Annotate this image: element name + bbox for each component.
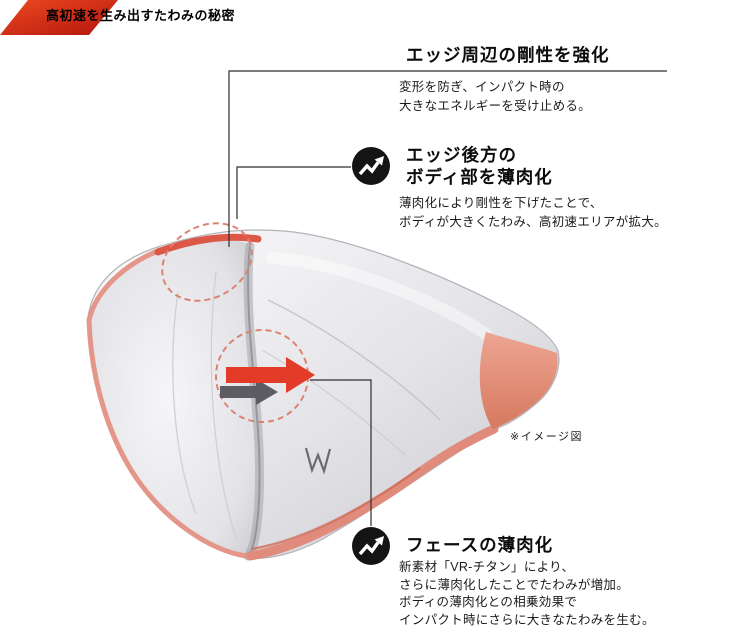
flex-direction-arrow-gray [220,379,278,405]
description-line: 新素材「VR-チタン」により、 [399,560,575,574]
annotation-body-thinning-description: 薄肉化により剛性を下げたことで、 ボディが大きくたわみ、高初速エリアが拡大。 [399,194,667,231]
description-line: ボディの薄肉化との相乗効果で [399,595,578,609]
sole-skirt-red-line [251,466,421,551]
description-line: さらに薄肉化したことでたわみが増加。 [399,577,630,592]
sole-skirt-red-band [245,424,499,561]
face-crown-junction-line [247,245,261,557]
flex-area-marker-edge [161,222,253,302]
annotation-edge-rigidity-title: エッジ周辺の剛性を強化 [406,45,610,65]
face-contour-line-1 [172,291,197,515]
annotation-edge-rigidity-description: 変形を防ぎ、インパクト時の 大きなエネルギーを受け止める。 [399,78,610,115]
annotation-body-thinning-title: エッジ後方の ボディ部を薄肉化 [406,144,667,188]
face-contour-line-2 [210,271,237,539]
description-line: ボディが大きくたわみ、高初速エリアが拡大。 [399,214,667,229]
description-line: 大きなエネルギーを受け止める。 [399,98,592,113]
annotation-body-thinning: エッジ後方の ボディ部を薄肉化 薄肉化により剛性を下げたことで、 ボディが大きく… [399,144,667,231]
description-line: インパクト時にさらに大きなたわみを生む。 [399,612,655,627]
face-perimeter-red-edge [86,247,249,559]
crown-reflection-line-2 [261,349,406,456]
rear-salmon-section [479,332,558,429]
sole-w-mark [304,447,332,475]
description-line: 薄肉化により剛性を下げたことで、 [399,196,603,210]
leader-line-body-thinning [236,166,351,219]
leader-line-edge-rigidity [228,70,667,247]
image-note: ※イメージ図 [510,431,583,443]
title-line: エッジ後方の [406,145,517,165]
annotation-face-thinning: フェースの薄肉化 新素材「VR-チタン」により、 さらに薄肉化したことでたわみが… [399,535,655,629]
flex-increase-icon [352,527,390,565]
leader-line-face-thinning [310,379,372,526]
title-line: ボディ部を薄肉化 [406,167,553,187]
top-edge-red-band [154,233,262,256]
crown-reflection-line-1 [267,299,441,421]
page-title: 高初速を生み出すたわみの秘密 [46,8,236,23]
description-line: 変形を防ぎ、インパクト時の [399,80,565,94]
annotation-face-thinning-title: フェースの薄肉化 [406,535,554,555]
header-banner-shape [0,0,118,35]
club-head [86,229,560,561]
flex-increase-icon [352,147,390,185]
crown-highlight [266,252,492,340]
annotation-face-thinning-description: 新素材「VR-チタン」により、 さらに薄肉化したことでたわみが増加。 ボディの薄… [399,559,655,629]
flex-direction-arrow-red [226,357,315,393]
annotation-edge-rigidity: エッジ周辺の剛性を強化 変形を防ぎ、インパクト時の 大きなエネルギーを受け止める… [399,45,610,115]
